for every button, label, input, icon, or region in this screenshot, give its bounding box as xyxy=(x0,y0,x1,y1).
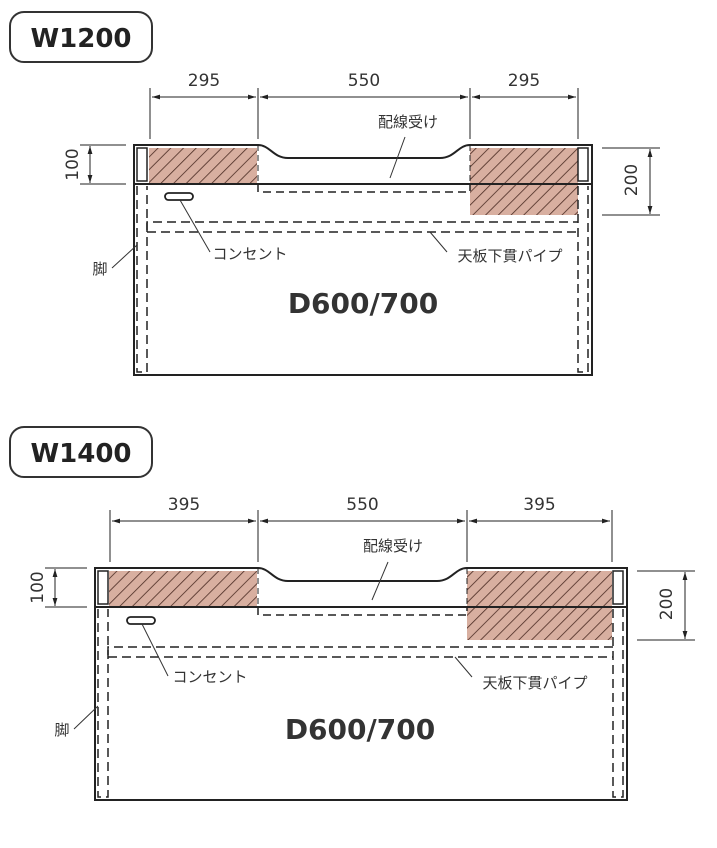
hatched-area-left xyxy=(149,148,257,183)
label-leg: 脚 xyxy=(92,260,107,278)
label-wiring-tray: 配線受け xyxy=(363,537,423,555)
dimension-width-0: 395 xyxy=(168,495,200,515)
depth-label: D600/700 xyxy=(285,713,435,746)
pipe-upper xyxy=(146,221,578,230)
outlet-leader xyxy=(141,623,169,677)
dimension-width-1: 550 xyxy=(348,71,380,91)
dimension-width-0: 295 xyxy=(188,71,220,91)
pipe-leader xyxy=(454,656,473,678)
outlet-icon xyxy=(164,192,194,201)
hatched-area-right xyxy=(467,571,612,640)
leg-right xyxy=(612,609,624,798)
leg-right-top xyxy=(577,147,589,182)
label-wiring-tray: 配線受け xyxy=(378,113,438,131)
dimension-depth-band: 100 xyxy=(28,571,48,603)
label-pipe: 天板下貫パイプ xyxy=(482,674,587,692)
wiring-leader xyxy=(389,136,406,179)
dimension-hatch-depth: 200 xyxy=(657,588,677,620)
outlet-leader xyxy=(179,199,211,253)
title-badge-frame xyxy=(9,426,153,478)
wiring-leader xyxy=(371,561,389,601)
leg-leader xyxy=(111,244,138,269)
leg-left xyxy=(97,609,109,798)
dimension-depth-band: 100 xyxy=(63,148,83,180)
title-badge: W1200 xyxy=(9,11,153,63)
label-outlet: コンセント xyxy=(172,668,247,686)
wiring-tray-outline xyxy=(257,607,468,616)
leg-right-top xyxy=(612,570,624,605)
label-leg: 脚 xyxy=(54,721,69,739)
dimension-width-2: 395 xyxy=(523,495,555,515)
leg-left-top xyxy=(97,570,109,605)
hatched-area-left xyxy=(109,571,257,606)
wiring-tray-outline xyxy=(257,184,471,193)
title-badge-frame xyxy=(9,11,153,63)
dimension-hatch-depth: 200 xyxy=(622,164,642,196)
depth-label: D600/700 xyxy=(288,287,438,320)
leg-left xyxy=(136,186,148,373)
label-pipe: 天板下貫パイプ xyxy=(457,247,562,265)
dimension-width-1: 550 xyxy=(346,495,378,515)
dimension-width-2: 295 xyxy=(508,71,540,91)
title-badge: W1400 xyxy=(9,426,153,478)
hatched-area-right xyxy=(470,148,578,215)
leg-right xyxy=(577,186,589,373)
outlet-icon xyxy=(126,616,156,625)
label-outlet: コンセント xyxy=(212,245,287,263)
title-text: W1200 xyxy=(30,24,131,54)
title-text: W1400 xyxy=(30,439,131,469)
leg-left-top xyxy=(136,147,148,182)
pipe-leader xyxy=(429,231,448,253)
leg-leader xyxy=(73,705,99,730)
pipe-upper xyxy=(107,646,613,655)
